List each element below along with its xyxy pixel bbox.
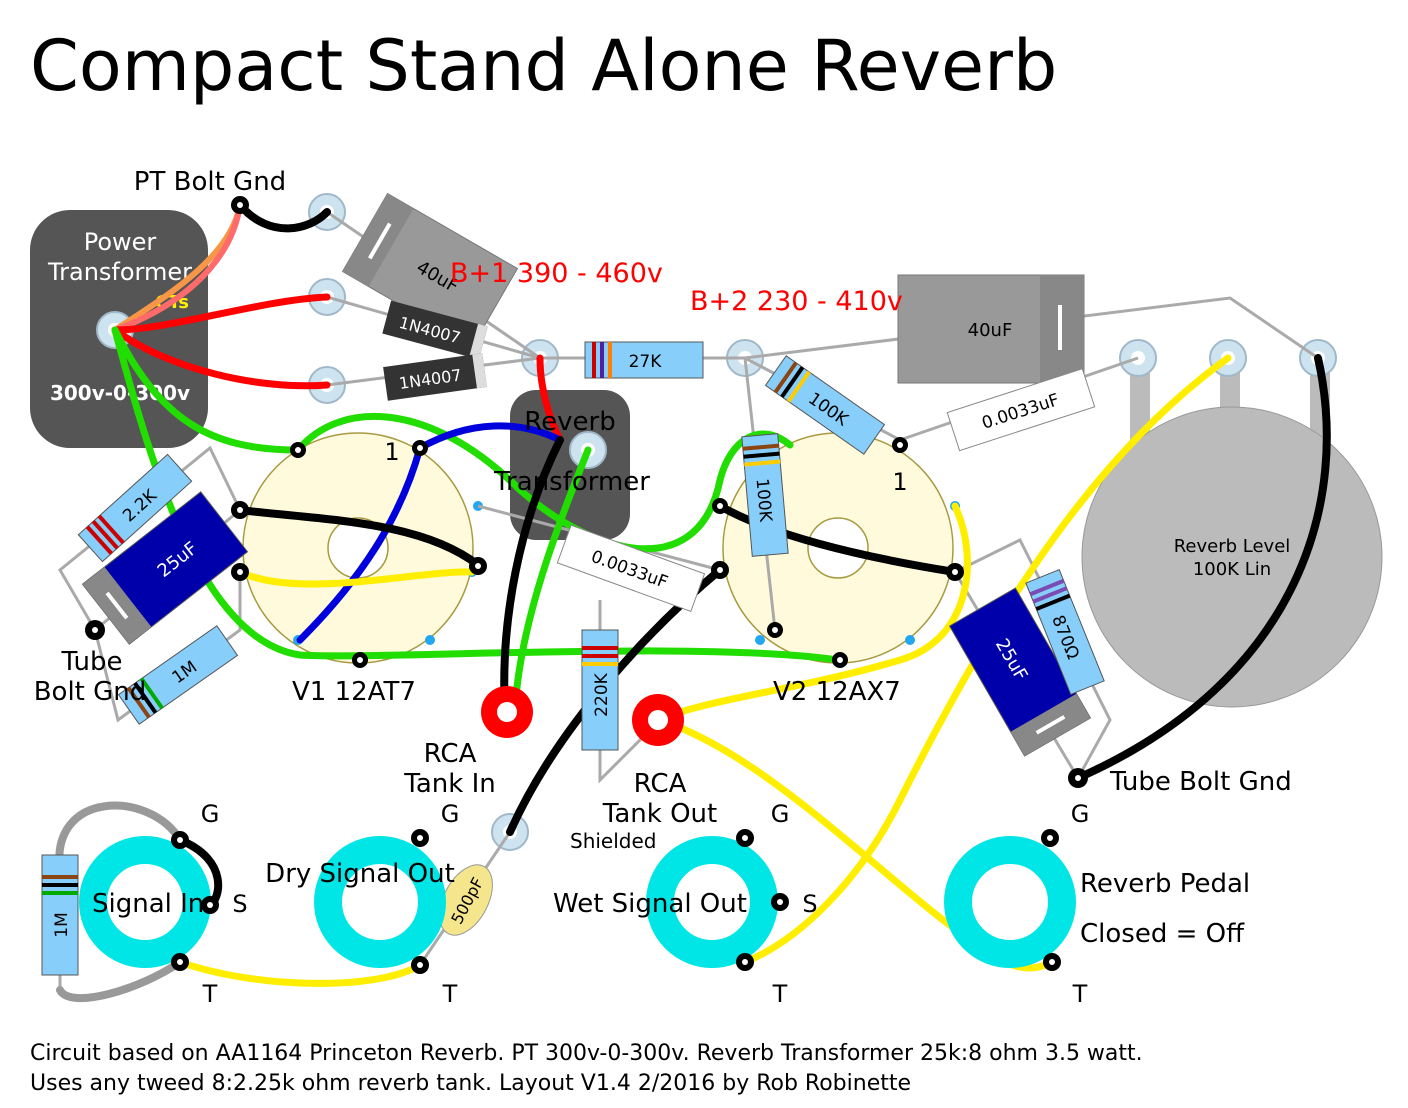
resistor-1m-b: 1M [41, 854, 79, 976]
wires [55, 201, 1331, 1002]
pedal-t-label: T [1072, 980, 1088, 1008]
wet-out-label: Wet Signal Out [553, 889, 747, 919]
solder-lugs [85, 196, 1088, 974]
rca-tank-out-hole [648, 710, 668, 730]
signal-in-label: Signal In [92, 889, 204, 919]
pot-label-1: Reverb Level [1174, 536, 1291, 557]
b1-voltage-label: B+1 390 - 460v [450, 258, 663, 289]
wet-out-t-label: T [772, 980, 788, 1008]
diode-1: 1N4007 [382, 300, 488, 360]
rca-tank-out-label-1: RCA [634, 769, 687, 799]
rca-tank-in-label-1: RCA [424, 739, 477, 769]
v2-label: V2 12AX7 [773, 677, 901, 707]
resistor-100k-b: 100K [741, 433, 789, 557]
wet-out-s-label: S [802, 890, 817, 918]
power-transformer-label-1: Power [84, 228, 157, 256]
resistor-100k-a: 100K [764, 355, 886, 455]
diode-2: 1N4007 [383, 353, 487, 401]
reverb-level-pot[interactable] [1081, 406, 1383, 708]
v2-pin1-label: 1 [892, 468, 907, 496]
pt-bolt-gnd-label: PT Bolt Gnd [134, 167, 286, 197]
reverb-pedal-label-2: Closed = Off [1080, 919, 1245, 949]
tube-bolt-gnd-left-2: Bolt Gnd [34, 677, 147, 707]
signal-in-s-label: S [232, 890, 247, 918]
resistor-1m-a: 1M [117, 625, 239, 725]
res-100k-b-label: 100K [752, 478, 776, 524]
dry-out-label: Dry Signal Out [265, 859, 455, 889]
resistor-870: 870Ω [1025, 568, 1105, 696]
jack-reverb-pedal[interactable] [944, 836, 1076, 968]
tube-bolt-gnd-right-label: Tube Bolt Gnd [1109, 767, 1292, 797]
b2-voltage-label: B+2 230 - 410v [690, 286, 903, 317]
signal-in-t-label: T [202, 980, 218, 1008]
resistor-27k: 27K [584, 341, 704, 379]
resistor-2-2k: 2.2K [77, 453, 193, 563]
res-1m-b-label: 1M [52, 912, 72, 937]
cap-25uf-a: 25uF [81, 491, 249, 645]
shielded-label: Shielded [570, 829, 656, 853]
cap-0033-a: 0.0033uF [946, 368, 1096, 452]
pedal-g-label: G [1071, 800, 1090, 828]
footer-line-2: Uses any tweed 8:2.25k ohm reverb tank. … [30, 1071, 911, 1096]
cap-25uf-b: 25uF [948, 587, 1092, 757]
filter-cap-40uf-b: 40uF [897, 274, 1085, 384]
jack-signal-in[interactable] [79, 836, 211, 968]
res-220k-label: 220K [592, 672, 612, 716]
filter-cap-40uf-a: 40uF [341, 192, 519, 348]
dry-out-g-label: G [441, 800, 460, 828]
rca-tank-in-label-2: Tank In [403, 769, 495, 799]
jack-dry-out[interactable] [314, 836, 446, 968]
signal-in-g-label: G [201, 800, 220, 828]
tube-bolt-gnd-left-1: Tube [61, 647, 123, 677]
v1-pin1-label: 1 [384, 438, 399, 466]
reverb-transformer-label-2: Transformer [493, 467, 650, 497]
pot-label-2: 100K Lin [1193, 559, 1271, 580]
reverb-pedal-label-1: Reverb Pedal [1080, 869, 1250, 899]
res-27k-label: 27K [629, 352, 663, 372]
dry-out-t-label: T [442, 980, 458, 1008]
rca-tank-out-label-2: Tank Out [602, 799, 717, 829]
cap-40uf-b-label: 40uF [968, 320, 1013, 341]
resistor-220k: 220K [581, 629, 619, 751]
pt-secondary-label: 300v-0-300v [50, 381, 190, 405]
power-transformer-label-2: Transformer [47, 258, 192, 286]
reverb-transformer-label-1: Reverb [524, 407, 615, 437]
rca-tank-in-hole [497, 702, 517, 722]
jack-wet-out[interactable] [646, 836, 778, 968]
wet-out-g-label: G [771, 800, 790, 828]
v1-label: V1 12AT7 [292, 677, 416, 707]
footer-line-1: Circuit based on AA1164 Princeton Reverb… [30, 1041, 1143, 1066]
page-title: Compact Stand Alone Reverb [30, 25, 1057, 107]
cap-500pf: 500pF [439, 864, 493, 936]
